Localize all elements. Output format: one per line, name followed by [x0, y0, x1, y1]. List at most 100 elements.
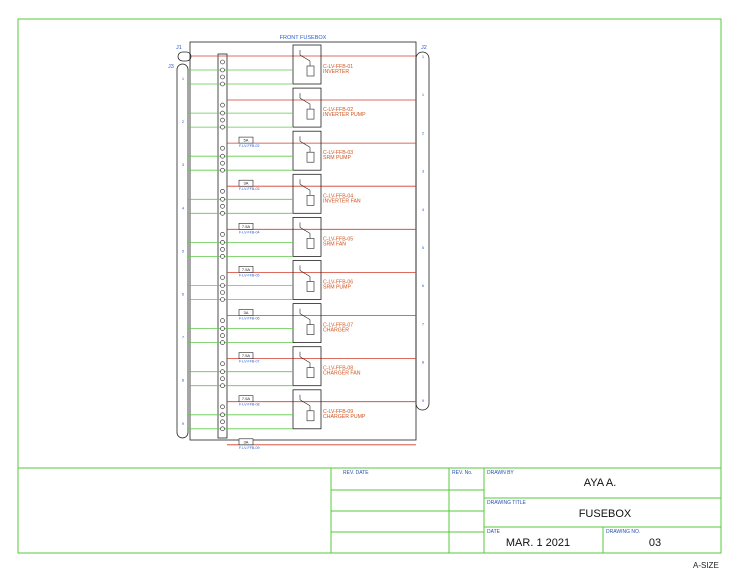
bus-terminal [220, 333, 225, 338]
connector-j3-label: J3 [168, 64, 174, 70]
left-pin-number: 3 [182, 162, 185, 167]
relay-component [292, 216, 322, 257]
right-pin-number: 4 [422, 207, 425, 212]
bus-terminal [220, 59, 225, 65]
bus-terminal [220, 369, 225, 375]
right-pin-number: 6 [422, 283, 425, 288]
left-pin-number: 7 [182, 335, 185, 340]
bus-terminal [220, 117, 225, 123]
bus-terminal [220, 383, 225, 389]
fuse-circuit-id: C-LV-FFB-07 [323, 323, 353, 329]
fuse-symbol [238, 352, 254, 359]
left-pin-number: 8 [182, 378, 185, 383]
relay-coil [306, 108, 315, 120]
fuse-rating: 7.5A [242, 267, 251, 272]
switch-arm [299, 227, 311, 234]
drawing-frame [17, 18, 722, 554]
bus-terminal [220, 102, 225, 108]
connector-j1-label: J1 [176, 45, 182, 51]
connector-j2 [415, 51, 430, 411]
fuse-circuit-id: C-LV-FFB-02 [323, 107, 353, 113]
bus-terminal [220, 145, 225, 151]
bus-terminal [220, 376, 225, 382]
bus-terminal [220, 74, 225, 80]
bus-terminal [220, 412, 225, 418]
relay-component [292, 87, 322, 128]
bus-terminal [220, 110, 225, 116]
switch-arm [299, 184, 311, 191]
left-pin-number: 2 [182, 119, 185, 124]
connector-j1 [177, 51, 192, 62]
fuse-circuit-name: CHARGER PUMP [323, 414, 366, 420]
fuse-rating: 5A [244, 138, 249, 143]
fuse-rating: 3A [244, 181, 249, 186]
bus-terminal [220, 419, 225, 425]
left-pin-number: 4 [182, 205, 185, 210]
switch-arm [299, 313, 311, 320]
relay-coil [306, 238, 315, 249]
fuse-tag: F-LV-FFB-07 [239, 360, 260, 364]
fuse-circuit-name: CHARGER [323, 328, 349, 334]
right-pin-number: 1 [422, 54, 425, 59]
fuse-circuit-id: C-LV-FFB-05 [323, 236, 353, 242]
fuse-circuit-name: INVERTER [323, 69, 349, 75]
drawing-no-label: DRAWING NO. [606, 529, 641, 535]
fuse-rating: 3A [244, 439, 249, 444]
fuse-rating: 7.5A [242, 224, 251, 229]
drawing-title-label: DRAWING TITLE [487, 500, 526, 506]
fuse-tag: F-LV-FFB-08 [239, 403, 260, 407]
bus-terminal [220, 197, 225, 202]
fuse-circuit-id: C-LV-FFB-03 [323, 150, 353, 156]
left-pin-number: 6 [182, 292, 185, 297]
right-pin-number: 7 [422, 321, 425, 326]
fuse-circuit-name: SRM FAN [323, 241, 346, 247]
fuse-circuit-id: C-LV-FFB-04 [323, 193, 353, 199]
right-pin-number: 2 [422, 130, 425, 135]
switch-arm [299, 270, 311, 277]
fuse-circuit-name: SRM PUMP [323, 155, 351, 161]
bus-terminal [220, 167, 225, 173]
right-pin-number: 8 [422, 360, 425, 365]
fuse-circuit-name: INVERTER FAN [323, 198, 361, 204]
right-pin-number: 1 [422, 92, 425, 97]
switch-arm [299, 140, 311, 148]
bus-terminal [220, 232, 225, 237]
bus-terminal [220, 254, 225, 259]
switch-arm [299, 54, 311, 62]
connector-j2-label: J2 [421, 45, 427, 51]
switch-arm [299, 356, 311, 363]
relay-coil [306, 410, 315, 422]
rev-no-label: REV. No. [452, 470, 473, 476]
fusebox-title: FRONT FUSEBOX [280, 35, 327, 41]
bus-terminal [220, 361, 225, 367]
bus-terminal [220, 340, 225, 345]
fuse-tag: F-LV-FFB-05 [239, 273, 260, 277]
fuse-symbol [238, 136, 254, 144]
fuse-circuit-id: C-LV-FFB-08 [323, 366, 353, 372]
fuse-circuit-id: C-LV-FFB-01 [323, 64, 353, 70]
fuse-symbol [238, 266, 254, 273]
relay-coil [306, 151, 315, 163]
title-block-grid [18, 467, 721, 553]
bus-terminal [220, 160, 225, 166]
connector-j3 [176, 63, 189, 439]
left-pin-number: 5 [182, 248, 185, 253]
bus-terminal [220, 297, 225, 302]
switch-arm [299, 399, 311, 407]
bus-terminal [220, 290, 225, 295]
fuse-rating: 3A [244, 310, 249, 315]
relay-component [292, 44, 322, 85]
bus-terminal [220, 211, 225, 216]
fuse-circuit-name: SRM PUMP [323, 285, 351, 291]
date-value: MAR. 1 2021 [505, 537, 571, 549]
fuse-symbol [238, 223, 254, 230]
bus-terminal [220, 326, 225, 331]
fuse-symbol [238, 309, 254, 316]
right-pin-number: 5 [422, 245, 425, 250]
bus-terminal [220, 204, 225, 209]
fuse-circuit-id: C-LV-FFB-09 [323, 409, 353, 415]
bus-terminal [220, 240, 225, 245]
bus-terminal [220, 426, 225, 432]
relay-coil [306, 281, 315, 292]
